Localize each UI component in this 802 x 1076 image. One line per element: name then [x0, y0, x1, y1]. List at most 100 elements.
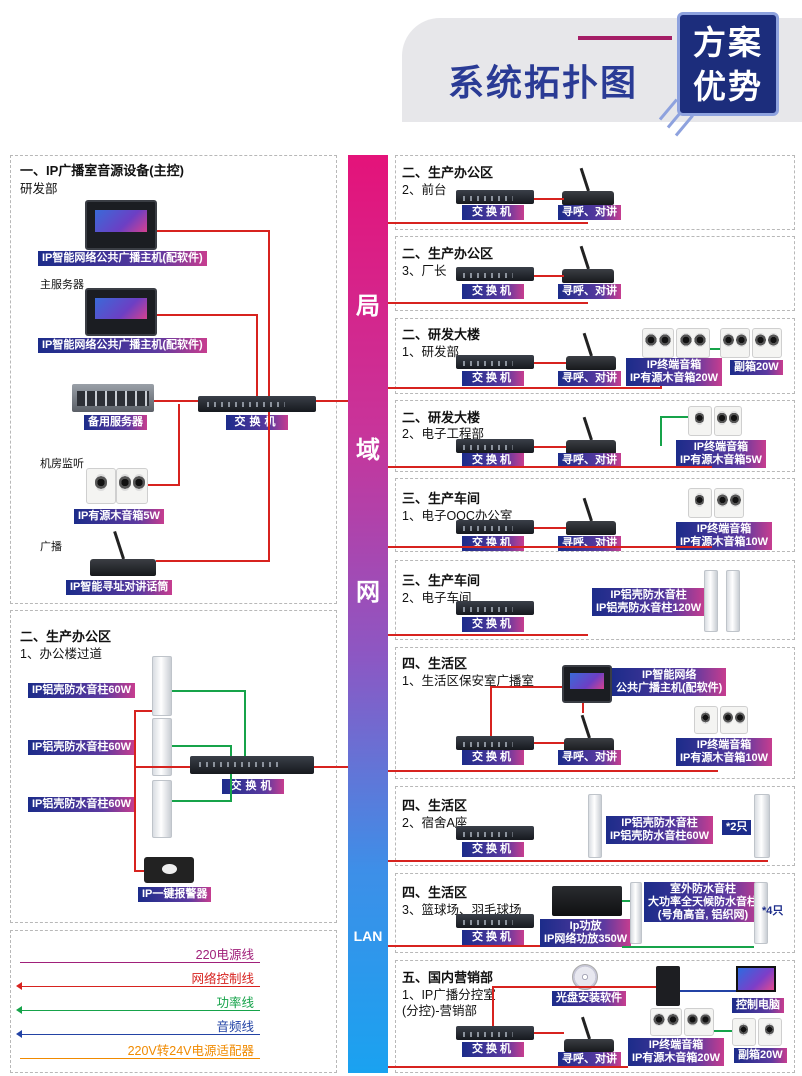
network-wire [178, 404, 180, 484]
legend-label: 音频线 [216, 1020, 254, 1034]
power-wire [714, 1030, 732, 1032]
network-wire [388, 860, 768, 862]
network-switch [456, 520, 534, 534]
aux-label: 副箱20W [730, 360, 783, 375]
legend-arrow [16, 1030, 22, 1038]
panel-title: 二、研发大楼 [402, 327, 481, 342]
waterproof-column-speaker [704, 570, 718, 632]
speaker [688, 406, 712, 436]
network-amplifier [552, 886, 622, 916]
switch-label: 交换机 [462, 536, 524, 551]
network-wire [492, 986, 494, 1026]
waterproof-column-speaker [726, 570, 740, 632]
panel-subtitle: 1、电子OQC办公室 [402, 509, 513, 523]
cd-disc [572, 964, 598, 990]
network-switch [456, 1026, 534, 1040]
paging-microphone [564, 712, 614, 752]
network-wire [534, 1032, 564, 1034]
badge-line-1: 方案 [693, 24, 763, 61]
network-switch [456, 190, 534, 204]
speaker [650, 1008, 682, 1036]
switch-label: 交换机 [462, 750, 524, 765]
switch-label: 交换机 [462, 371, 524, 386]
switch-label: 交换机 [222, 779, 284, 794]
backup-server-label: 备用服务器 [84, 415, 147, 430]
count-badge: *2只 [722, 820, 752, 835]
speaker [116, 468, 148, 504]
outdoor-column-speaker [630, 882, 642, 944]
panel-rd-dept [395, 318, 795, 394]
network-wire [388, 387, 662, 389]
panel-title: 二、研发大楼 [402, 410, 481, 425]
power-wire [622, 946, 754, 948]
panel-subtitle: 2、前台 [402, 183, 447, 197]
power-wire [172, 745, 232, 747]
panel-oqc-office [395, 478, 795, 552]
aux-speaker [732, 1018, 756, 1046]
main-server-note: 主服务器 [40, 279, 84, 291]
outdoor-column-speaker [754, 882, 768, 944]
network-wire [388, 1066, 628, 1068]
legend-line [20, 986, 260, 987]
advantage-badge: 方案 优势 [677, 12, 779, 116]
network-wire [388, 945, 540, 947]
lan-char-2: 域 [356, 437, 380, 464]
panel-subtitle: 研发部 [20, 182, 58, 196]
power-wire [622, 900, 630, 902]
speaker [86, 468, 116, 504]
network-wire [268, 230, 270, 396]
network-wire [534, 198, 564, 200]
network-switch [190, 756, 314, 774]
cd-label: 光盘安装软件 [552, 991, 626, 1006]
paging-microphone [566, 495, 616, 535]
broadcast-note: 广播 [40, 541, 62, 553]
panel-title: 三、生产车间 [402, 573, 481, 588]
panel-title: 二、生产办公区 [402, 165, 494, 180]
power-wire [230, 774, 232, 802]
waterproof-column-speaker [754, 794, 770, 858]
switch-label: 交换机 [462, 930, 524, 945]
panel-electronics-eng [395, 400, 795, 472]
network-wire [134, 766, 190, 768]
host-label: IP智能网络公共广播主机(配软件) [38, 251, 207, 266]
aux-speaker [752, 328, 782, 358]
panel-domestic-sales [395, 960, 795, 1073]
network-wire [534, 446, 566, 448]
legend-line [20, 1010, 260, 1011]
network-wire [388, 770, 718, 772]
power-wire [172, 690, 246, 692]
speaker [714, 488, 744, 518]
panel-title: 四、生活区 [402, 798, 468, 813]
switch-label: 交换机 [462, 617, 524, 632]
legend-line [20, 1034, 260, 1035]
network-wire [388, 546, 712, 548]
network-wire [492, 986, 656, 988]
panel-subtitle: 1、办公楼过道 [20, 647, 102, 661]
aux-speaker [758, 1018, 782, 1046]
legend-arrow [16, 982, 22, 990]
aux-label: 副箱20W [734, 1048, 787, 1063]
panel-title: 三、生产车间 [402, 491, 481, 506]
panel-title: 五、国内营销部 [402, 970, 494, 985]
panel-subtitle: 1、生活区保安室广播室 [402, 674, 534, 688]
paging-microphone [566, 330, 616, 370]
legend-line [20, 962, 260, 963]
network-wire [268, 412, 270, 562]
count-badge: *4只 [762, 905, 784, 917]
network-switch [456, 914, 534, 928]
switch-label: 交换机 [226, 415, 288, 430]
network-wire [490, 686, 492, 736]
paging-microphone [566, 414, 616, 454]
broadcast-host-rack [562, 665, 612, 703]
mic-label: 寻呼、对讲 [558, 536, 621, 551]
alarm-button-device [144, 857, 194, 883]
network-wire [388, 222, 588, 224]
panel-title: 二、生产办公区 [402, 246, 494, 261]
speaker [720, 706, 748, 734]
network-wire [582, 703, 584, 713]
panel-subtitle: 2、宿舍A座 [402, 816, 468, 830]
network-wire [157, 230, 270, 232]
network-switch [456, 439, 534, 453]
